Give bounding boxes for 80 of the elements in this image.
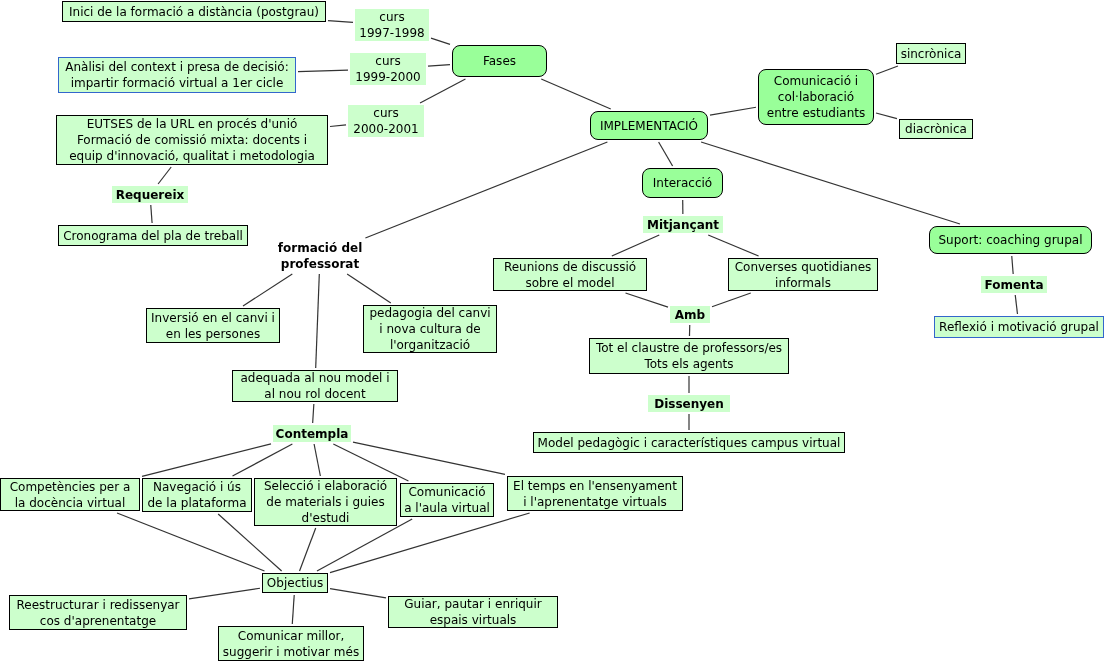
connector-line (611, 234, 660, 257)
connector-line (352, 441, 506, 476)
connector-line (346, 273, 392, 304)
connector-line (682, 199, 684, 215)
rounded-concept-box: Suport: coaching grupal (929, 226, 1092, 254)
connector-line (327, 20, 354, 23)
connector-line (141, 443, 272, 477)
linking-phrase: Requereix (112, 186, 188, 203)
concept-box: Anàlisi del context i presa de decisió: impartir formació virtual a 1er cicle (58, 57, 296, 93)
linking-phrase: curs 1999-2000 (350, 53, 426, 85)
concept-box: Converses quotidianes informals (728, 258, 878, 291)
connector-line (688, 324, 691, 337)
concept-box: sincrònica (896, 43, 966, 64)
connector-line (711, 292, 752, 308)
concept-box: Reestructurar i redissenyar cos d'aprenentatge (9, 595, 187, 630)
connector-line (709, 106, 757, 116)
connector-line (242, 273, 293, 307)
connector-line (875, 65, 899, 75)
connector-line (298, 527, 317, 572)
connector-line (332, 443, 410, 482)
connector-line (231, 443, 293, 477)
concept-box: adequada al nou model i al nou rol docent (232, 370, 398, 402)
linking-phrase: curs 2000-2001 (348, 105, 424, 137)
linking-phrase: Contempla (273, 425, 351, 442)
rounded-concept-box: Interacció (642, 168, 723, 198)
linking-phrase: formació del professorat (266, 240, 374, 272)
linking-phrase: curs 1997-1998 (355, 9, 429, 41)
linking-phrase: Mitjançant (643, 216, 723, 233)
connector-line (430, 37, 451, 45)
concept-box: EUTSES de la URL en procés d'unió Formació de comissió mixta: docents i equip d'innovació, qualitat i metodologia (56, 115, 328, 165)
concept-box: pedagogia del canvi i nova cultura de l'organització (363, 305, 497, 353)
connector-line (329, 588, 387, 599)
concept-box: Navegació i ús de la plataforma (142, 478, 252, 512)
connector-line (313, 443, 321, 477)
connector-line (1014, 294, 1019, 315)
connector-line (688, 375, 690, 394)
connector-line (150, 204, 153, 224)
rounded-concept-box: Fases (452, 45, 547, 77)
rounded-concept-box: IMPLEMENTACIÓ (590, 111, 708, 140)
concept-box: Competències per a la docència virtual (0, 478, 140, 511)
concept-box: Inici de la formació a distància (postgrau) (62, 1, 326, 22)
connector-line (419, 78, 467, 104)
connector-line (315, 273, 320, 369)
connector-line (312, 403, 315, 424)
connector-line (707, 234, 760, 257)
concept-box: diacrònica (899, 119, 973, 139)
connector-line (316, 518, 413, 572)
concept-box: Reflexió i motivació grupal (934, 316, 1104, 338)
connector-line (116, 512, 266, 572)
concept-box: Objectius (262, 573, 328, 593)
connector-line (157, 166, 172, 185)
rounded-concept-box: Comunicació i col·laboració entre estudiants (758, 69, 874, 125)
linking-phrase: Fomenta (981, 276, 1047, 293)
connector-line (217, 513, 283, 572)
concept-box: El temps en l'ensenyament i l'aprenentatge virtuals (507, 476, 683, 511)
connector-line (1011, 255, 1014, 275)
concept-box: Comunicar millor, suggerir i motivar més (218, 626, 364, 661)
connector-line (364, 141, 608, 239)
connector-line (540, 78, 612, 110)
connector-line (329, 512, 531, 574)
linking-phrase: Dissenyen (648, 395, 730, 412)
concept-box: Model pedagògic i característiques campus virtual (533, 432, 845, 453)
connector-line (427, 63, 451, 67)
concept-box: Reunions de discussió sobre el model (493, 258, 647, 291)
concept-box: Inversió en el canvi i en les persones (146, 308, 280, 343)
connector-line (297, 69, 349, 73)
connector-line (291, 594, 295, 625)
connector-line (188, 587, 261, 600)
connector-line (688, 413, 690, 431)
connector-line (329, 124, 347, 128)
concept-box: Comunicació a l'aula virtual (400, 483, 494, 517)
connector-line (875, 112, 898, 120)
connector-line (658, 141, 674, 167)
concept-box: Selecció i elaboració de materials i guies d'estudi (254, 478, 397, 526)
linking-phrase: Amb (670, 306, 710, 323)
concept-box: Tot el claustre de professors/es Tots els agents (589, 338, 789, 374)
connector-line (700, 141, 961, 225)
connector-line (624, 292, 669, 308)
concept-box: Cronograma del pla de treball (58, 225, 248, 246)
concept-box: Guiar, pautar i enriquir espais virtuals (388, 596, 558, 628)
